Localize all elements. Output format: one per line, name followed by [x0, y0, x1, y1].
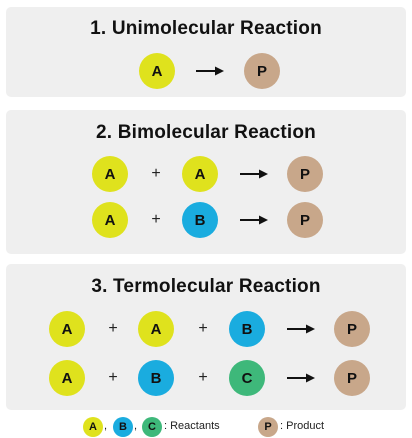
plus-sign: +: [198, 320, 208, 337]
bimolecular-panel: 2. Bimolecular Reaction A + A P A + B P: [6, 110, 406, 254]
legend-reactant-b: B: [113, 417, 133, 437]
unimolecular-title: 1. Unimolecular Reaction: [90, 18, 322, 39]
product-p-circle: P: [334, 311, 370, 347]
product-p-circle: P: [244, 53, 280, 89]
legend-product-p: P: [258, 417, 278, 437]
product-p-circle: P: [287, 202, 323, 238]
reactant-a-circle: A: [49, 311, 85, 347]
reactant-a-circle: A: [92, 156, 128, 192]
reactant-b-circle: B: [138, 360, 174, 396]
reactant-b-circle: B: [182, 202, 218, 238]
termolecular-panel: 3. Termolecular Reaction A + A + B P A +…: [6, 264, 406, 410]
reactant-a-circle: A: [139, 53, 175, 89]
legend-reactants-label: : Reactants: [164, 420, 220, 432]
product-p-circle: P: [287, 156, 323, 192]
plus-sign: +: [108, 369, 118, 386]
product-p-circle: P: [334, 360, 370, 396]
termolecular-title: 3. Termolecular Reaction: [91, 276, 321, 297]
plus-sign: +: [151, 211, 161, 228]
reactant-a-circle: A: [182, 156, 218, 192]
bimolecular-title: 2. Bimolecular Reaction: [95, 122, 316, 143]
reactant-a-circle: A: [92, 202, 128, 238]
arrow-icon: [287, 324, 315, 334]
legend-product-label: : Product: [280, 420, 325, 432]
plus-sign: +: [108, 320, 118, 337]
legend-reactant-c: C: [142, 417, 162, 437]
plus-sign: +: [151, 165, 161, 182]
arrow-icon: [240, 169, 268, 179]
reactant-a-circle: A: [49, 360, 85, 396]
legend-reactant-a: A: [83, 417, 103, 437]
unimolecular-panel: 1. Unimolecular Reaction A P: [6, 7, 406, 97]
arrow-icon: [196, 66, 224, 76]
plus-sign: +: [198, 369, 208, 386]
legend-separator: ,: [134, 420, 138, 432]
arrow-icon: [240, 215, 268, 225]
reactant-c-circle: C: [229, 360, 265, 396]
legend-separator: ,: [104, 420, 108, 432]
legend: A , B , C : Reactants P : Product: [0, 416, 412, 438]
arrow-icon: [287, 373, 315, 383]
reactant-a-circle: A: [138, 311, 174, 347]
reactant-b-circle: B: [229, 311, 265, 347]
